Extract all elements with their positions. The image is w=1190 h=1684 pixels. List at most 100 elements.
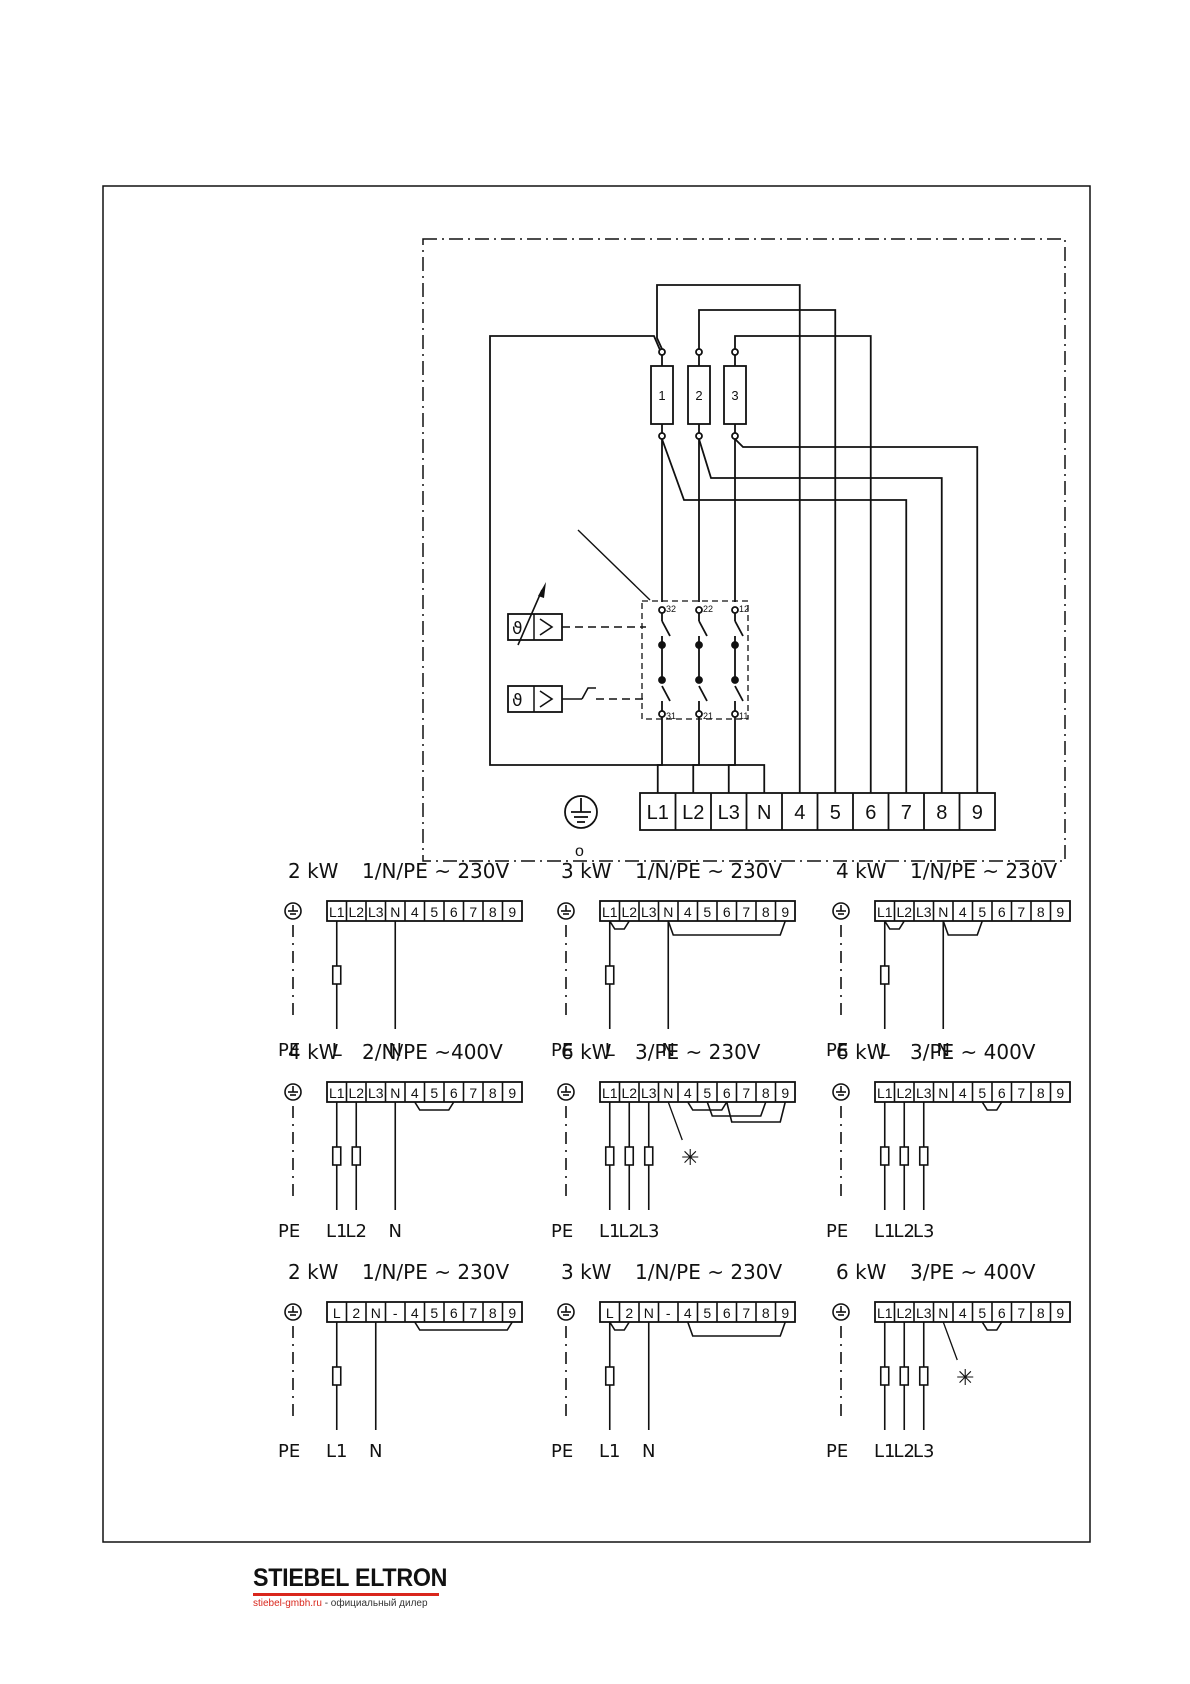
variant-terminal-label: L1 [329, 1085, 345, 1101]
variant-terminal-label: 6 [998, 904, 1006, 920]
bottom-label-PE: PE [826, 1221, 848, 1242]
bottom-label-L1: L1 [599, 1221, 620, 1242]
variant-terminal-label: 6 [998, 1085, 1006, 1101]
variant-bridge [884, 920, 905, 930]
variant-terminal-label: 5 [430, 1305, 438, 1321]
variant-terminal-label: 4 [959, 1305, 967, 1321]
ground-circle [284, 902, 302, 920]
ground-circle [832, 1083, 850, 1101]
switch-top-label-22: 22 [703, 604, 713, 614]
terminal-label-6: 6 [865, 802, 876, 824]
variant-terminal-label: 9 [1056, 904, 1064, 920]
ground-circle [557, 902, 575, 920]
variant-terminal-label: 5 [703, 904, 711, 920]
safety-cutout-icon: ϑ [507, 685, 646, 713]
bottom-label-PE: PE [278, 1040, 300, 1061]
variant-terminal-label: 4 [411, 1305, 419, 1321]
variant-terminal-label: 5 [703, 1305, 711, 1321]
switch-contact [698, 620, 708, 637]
terminal-label-L2: L2 [682, 802, 704, 824]
switch-bottom-label-31: 31 [666, 711, 676, 721]
switch-contact [734, 685, 744, 702]
bottom-label-N: N [937, 1040, 950, 1061]
wire [656, 284, 801, 793]
terminal-label-9: 9 [972, 802, 983, 824]
ground-circle [557, 1303, 575, 1321]
variant-bridge [725, 1101, 787, 1123]
fuse-icon [899, 1146, 910, 1166]
bottom-label-L2: L2 [346, 1221, 367, 1242]
switch-junction [731, 676, 739, 684]
ground-icon [832, 1303, 850, 1321]
variant-bridge [609, 1321, 630, 1331]
ground-icon [557, 1303, 575, 1321]
variant-terminal-label: 6 [450, 1305, 458, 1321]
wire [489, 335, 766, 793]
dealer-tagline: stiebel-gmbh.ru - официальный дилер [253, 1598, 453, 1609]
thermostat-regulator-icon: ϑ [507, 582, 646, 646]
wire [734, 438, 979, 793]
variant-terminal-label: N [938, 1085, 948, 1101]
variant-terminal-label: 9 [1056, 1305, 1064, 1321]
fuse-icon [331, 1366, 342, 1386]
switch-bottom-node [695, 710, 703, 718]
wire [734, 335, 872, 793]
bottom-label-N: N [389, 1221, 402, 1242]
bottom-label-L2: L2 [619, 1221, 640, 1242]
terminal-label-N: N [757, 802, 771, 824]
variant-bridge [687, 1101, 728, 1111]
variant-terminal-label: 9 [781, 1305, 789, 1321]
variant-terminal-label: 2 [625, 1305, 633, 1321]
variant-terminal-label: 9 [781, 1085, 789, 1101]
bottom-label-L2: L2 [894, 1441, 915, 1462]
star-leader [667, 1101, 683, 1141]
variant-terminal-label: 4 [684, 1085, 692, 1101]
variant-terminal-label: 5 [978, 1085, 986, 1101]
variant-terminal-label: 4 [411, 904, 419, 920]
variant-terminal-label: 7 [1017, 904, 1025, 920]
variant-supply: 1/N/PE ~ 230V [362, 1260, 510, 1284]
variant-supply: 1/N/PE ~ 230V [635, 1260, 783, 1284]
variant-terminal-label: N [663, 904, 673, 920]
variant-terminal-label: 5 [703, 1085, 711, 1101]
variant-terminal-label: 7 [742, 1085, 750, 1101]
variant-terminal-label: L2 [621, 1085, 637, 1101]
variant-terminal-label: 4 [684, 904, 692, 920]
heater-label-1: 1 [658, 388, 665, 403]
variant-terminal-label: N [938, 1305, 948, 1321]
variant-terminal-label: L3 [916, 1305, 932, 1321]
variant-bridge [667, 920, 787, 936]
variant-terminal-label: 8 [1037, 1305, 1045, 1321]
variant-terminal-label: 7 [742, 1305, 750, 1321]
wire [698, 309, 837, 793]
variant-terminal-label: - [393, 1305, 398, 1321]
heater-label-3: 3 [731, 388, 738, 403]
ground-circle [557, 1083, 575, 1101]
heater-top-node [731, 348, 739, 356]
variant-terminal-label: L2 [896, 1305, 912, 1321]
fuse-icon [351, 1146, 362, 1166]
variant-terminal-label: L2 [896, 1085, 912, 1101]
svg-text:ϑ: ϑ [512, 691, 523, 711]
terminal-label-8: 8 [936, 802, 947, 824]
svg-text:ϑ: ϑ [512, 619, 523, 639]
variant-supply: 2/N/PE ~400V [362, 1040, 503, 1064]
variant-terminal-label: 7 [742, 904, 750, 920]
variant-terminal-label: 5 [978, 1305, 986, 1321]
heater-bottom-node [695, 432, 703, 440]
switch-contact [661, 685, 671, 702]
ground-terminal-mark: o [575, 843, 584, 860]
heater-top-node [695, 348, 703, 356]
fuse-icon [604, 965, 615, 985]
variant-terminal-label: 7 [469, 904, 477, 920]
variant-terminal-label: 6 [998, 1305, 1006, 1321]
variant-power: 4 kW [288, 1040, 339, 1064]
terminal-label-4: 4 [794, 802, 805, 824]
switch-bottom-node [731, 710, 739, 718]
variant-bridge [706, 1101, 767, 1117]
